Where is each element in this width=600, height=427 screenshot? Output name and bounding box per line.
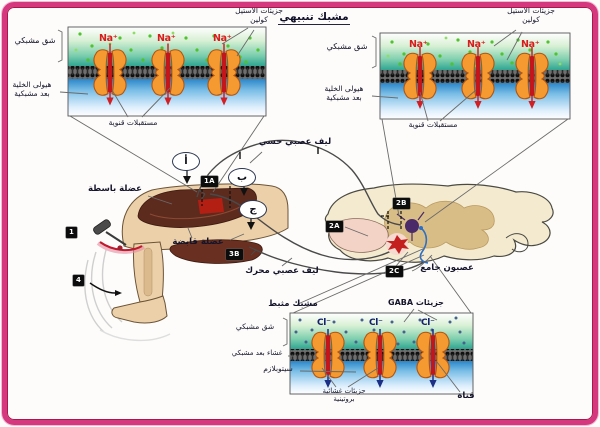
- interneuron-label: عصبون جامع: [420, 263, 474, 273]
- cl-ion-label: Cl⁻: [421, 318, 435, 328]
- synaptic-cleft-label-right: شق مشبكي: [326, 42, 368, 51]
- marker-3B: 3B: [226, 249, 243, 261]
- synapse-2b: [405, 219, 419, 233]
- step-letter-b: ب: [228, 168, 256, 187]
- flexor-muscle-label: عضلة قابضة: [172, 237, 224, 247]
- nerve-root: [328, 218, 389, 253]
- acetylcholine-label-left: جزيئات الأستيل كولين: [235, 6, 283, 24]
- step-letter-c: ج: [239, 200, 267, 219]
- marker-2A: 2A: [326, 221, 343, 233]
- motor-fiber-extensor: [209, 193, 399, 261]
- sensory-fiber: [196, 139, 402, 226]
- postsynaptic-membrane-label: غشاء بعد مشبكي: [231, 349, 283, 357]
- na-ion-label: Na⁺: [409, 39, 428, 50]
- marker-4: 4: [73, 275, 85, 287]
- cytoplasm-label-left: هيولى الخلية بعد مشبكية: [12, 80, 52, 98]
- sensory-fiber-label: ليف عصبي حسي: [258, 137, 332, 147]
- panel-excitatory-left: [67, 26, 267, 117]
- marker-2B: 2B: [393, 198, 410, 210]
- cord-curl: [505, 233, 529, 253]
- interneuron-fiber: [419, 227, 429, 264]
- flow-arrows: [89, 147, 319, 296]
- cl-ion-label: Cl⁻: [369, 318, 383, 328]
- na-ion-label: Na⁺: [157, 33, 176, 44]
- channel-label: قناة: [457, 391, 475, 401]
- step-letter-a: أ: [172, 152, 200, 171]
- reflex-hammer: [93, 219, 146, 254]
- motor-neuron-body: [386, 235, 409, 254]
- extensor-muscle-label: عضلة باسطة: [88, 184, 142, 194]
- channel-receptors-label-left: مستقبلات قنوية: [108, 118, 158, 127]
- marker-1A: 1A: [201, 176, 218, 188]
- synaptic-cleft-label-left: شق مشبكي: [14, 36, 56, 45]
- motor-end-plate: [198, 198, 224, 214]
- protein-molecules-label: جزيئات غشائية بروتينية: [322, 387, 366, 404]
- acetylcholine-label-right: جزيئات الأستيل كولين: [507, 6, 555, 24]
- synaptic-cleft-label-bottom: شق مشبكي: [235, 322, 275, 331]
- cytoplasm-label-bottom: سيتوبلازم: [263, 364, 293, 373]
- cytoplasm-label-right: هيولى الخلية بعد مشبكية: [324, 84, 364, 102]
- na-ion-label: Na⁺: [521, 39, 540, 50]
- diagram-title: مشبك تنبيهي: [278, 11, 350, 25]
- panel-excitatory-right: [379, 32, 571, 120]
- acetylcholine-dots: [74, 31, 260, 64]
- foot: [111, 295, 168, 324]
- gaba-label: جزيئات GABA: [388, 298, 444, 307]
- panel-inhibitory: [289, 312, 474, 395]
- motor-fiber-label: ليف عصبي محرك: [245, 266, 319, 276]
- shin-bone: [143, 247, 153, 297]
- cl-ion-label: Cl⁻: [317, 318, 331, 328]
- na-ion-label: Na⁺: [99, 33, 118, 44]
- na-ion-label: Na⁺: [467, 39, 486, 50]
- connector-lines: [57, 27, 569, 393]
- central-synapses: [386, 211, 429, 264]
- na-ion-label: Na⁺: [213, 33, 232, 44]
- marker-2C: 2C: [386, 266, 403, 278]
- inhibitory-synapse-title: مشبك مثبط: [268, 299, 318, 309]
- channel-receptors-label-right: مستقبلات قنوية: [408, 120, 458, 129]
- spinal-cord: [324, 183, 554, 263]
- marker-1: 1: [66, 227, 78, 239]
- dashed-brackets: [201, 184, 402, 231]
